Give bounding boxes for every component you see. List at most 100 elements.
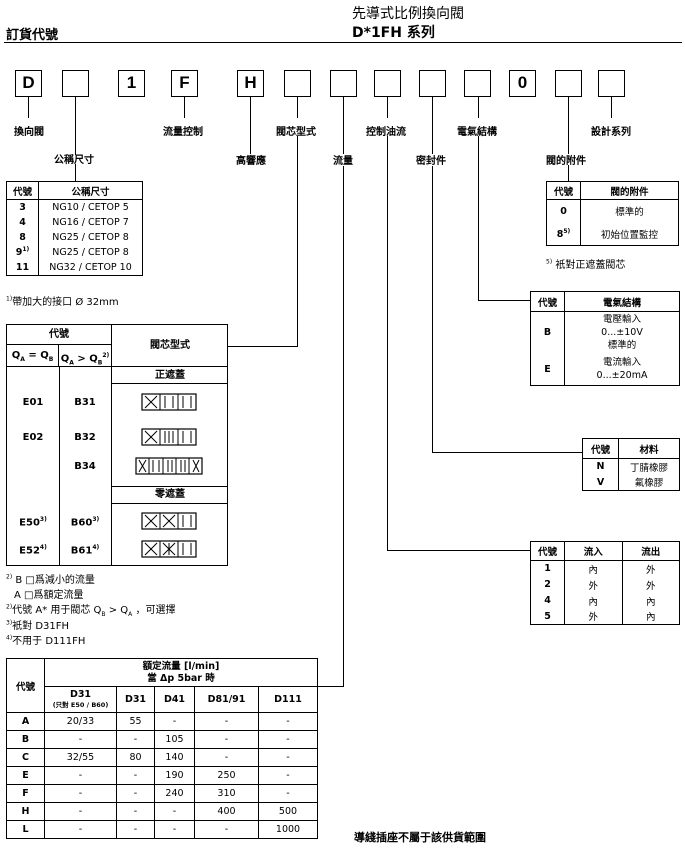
spool-code-b32: B32	[74, 432, 96, 443]
flow-value: 190	[154, 766, 195, 785]
control-code: 4	[530, 592, 565, 609]
accessory-note: 5) 衹對正遮蓋閥芯	[546, 258, 626, 271]
seal-code: N	[582, 458, 619, 475]
flow-value: 240	[154, 784, 195, 803]
connector-accessory	[568, 97, 569, 154]
connector-spool-down	[297, 136, 298, 346]
label-flow: 流量	[333, 156, 353, 167]
control-out-header: 流出	[621, 541, 680, 561]
connector-electrical-down	[478, 136, 479, 300]
connector-flow	[343, 97, 344, 154]
flow-value: -	[44, 802, 117, 821]
size-header: 公稱尺寸	[38, 181, 143, 200]
size-code: 91)	[6, 244, 39, 260]
spool-symbol-b34	[135, 457, 203, 475]
flow-value: -	[44, 820, 117, 839]
accessory-code-header: 代號	[546, 181, 581, 200]
spool-note-2: A □爲額定流量	[14, 590, 84, 601]
spool-header-bottom	[7, 366, 227, 367]
seal-material: 氟橡膠	[618, 474, 680, 491]
flow-value: 32/55	[44, 748, 117, 767]
label-control-oil: 控制油流	[366, 127, 406, 138]
accessory-value: 初始位置監控	[580, 222, 679, 246]
spool-col1-header: QA = QB	[7, 345, 59, 366]
flow-value: 140	[154, 748, 195, 767]
flow-value: 80	[116, 748, 155, 767]
flow-col-d81-91: D81/91	[194, 686, 259, 713]
control-in: 內	[564, 560, 623, 577]
connector-control-oil-down	[387, 136, 388, 550]
flow-value: -	[44, 784, 117, 803]
code-box-spool	[284, 70, 311, 97]
flow-col-d41: D41	[154, 686, 195, 713]
flow-rated-header: 額定流量 [l/min] 當 Δp 5bar 時	[44, 658, 318, 687]
label-design-series: 設計系列	[591, 127, 631, 138]
flow-value: 310	[194, 784, 259, 803]
control-code: 1	[530, 560, 565, 577]
connector-seal-down	[432, 166, 433, 452]
spool-code-e50: E503)	[19, 516, 47, 529]
flow-value: 20/33	[44, 712, 117, 731]
accessory-header: 閥的附件	[580, 181, 679, 200]
control-in: 內	[564, 592, 623, 609]
electrical-value: 電流輸入 0...±20mA	[564, 353, 680, 386]
header-rule	[4, 42, 682, 43]
size-code: 11	[6, 259, 39, 276]
zero-overlap-label: 零遮蓋	[112, 486, 228, 504]
spool-table: 代號 QA = QB QA > QB2) 閥芯型式 正遮蓋 零遮蓋 E01 B3…	[6, 324, 228, 566]
flow-value: -	[258, 748, 318, 767]
seal-code: V	[582, 474, 619, 491]
control-out: 外	[621, 560, 680, 577]
connector-high-response	[250, 97, 251, 154]
electrical-value: 電壓輸入 0...±10V 標準的	[564, 311, 680, 354]
footer-note: 導綫插座不屬于該供貨範圍	[354, 831, 486, 844]
label-valve: 換向閥	[14, 127, 44, 138]
electrical-code-header: 代號	[530, 291, 565, 312]
connector-seal-h	[432, 452, 582, 453]
spool-col2-header: QA > QB2)	[60, 352, 110, 367]
flow-value: -	[44, 766, 117, 785]
flow-code: L	[6, 820, 45, 839]
size-value: NG16 / CETOP 7	[38, 214, 143, 230]
connector-valve	[28, 97, 29, 118]
positive-overlap-label: 正遮蓋	[112, 367, 228, 384]
connector-control-oil-h	[387, 550, 530, 551]
size-value: NG32 / CETOP 10	[38, 259, 143, 276]
accessory-code: 85)	[546, 222, 581, 246]
connector-control-oil	[387, 97, 388, 118]
control-in: 外	[564, 576, 623, 593]
size-code: 3	[6, 199, 39, 215]
connector-accessory-down	[568, 165, 569, 182]
order-code-title: 訂貨代號	[6, 28, 59, 43]
control-code: 2	[530, 576, 565, 593]
flow-value: -	[194, 730, 259, 749]
flow-value: -	[258, 784, 318, 803]
code-box-valve: D	[15, 70, 42, 97]
flow-code-header: 代號	[6, 658, 45, 713]
label-electrical: 電氣結構	[457, 127, 497, 138]
connector-seal	[432, 97, 433, 154]
control-in: 外	[564, 608, 623, 625]
flow-code: H	[6, 802, 45, 821]
control-in-header: 流入	[564, 541, 623, 561]
flow-value: -	[116, 784, 155, 803]
product-title: 先導式比例換向閥	[352, 6, 464, 22]
code-box-control-oil	[374, 70, 401, 97]
flow-value: -	[154, 820, 195, 839]
connector-design	[611, 97, 612, 118]
connector-flow-h	[317, 686, 344, 687]
size-code: 4	[6, 214, 39, 230]
flow-value: 55	[116, 712, 155, 731]
control-code-header: 代號	[530, 541, 565, 561]
electrical-table: 代號 電氣結構 B 電壓輸入 0...±10V 標準的 E 電流輸入 0...±…	[530, 291, 680, 386]
code-box-design-digit: 0	[509, 70, 536, 97]
seal-code-header: 代號	[582, 438, 619, 459]
control-out: 外	[621, 576, 680, 593]
size-value: NG10 / CETOP 5	[38, 199, 143, 215]
spool-divider-v	[111, 325, 112, 565]
accessory-code: 0	[546, 199, 581, 223]
electrical-code: B	[530, 311, 565, 354]
spool-code-b34: B34	[74, 461, 96, 472]
spool-symbol-b60	[141, 512, 197, 530]
